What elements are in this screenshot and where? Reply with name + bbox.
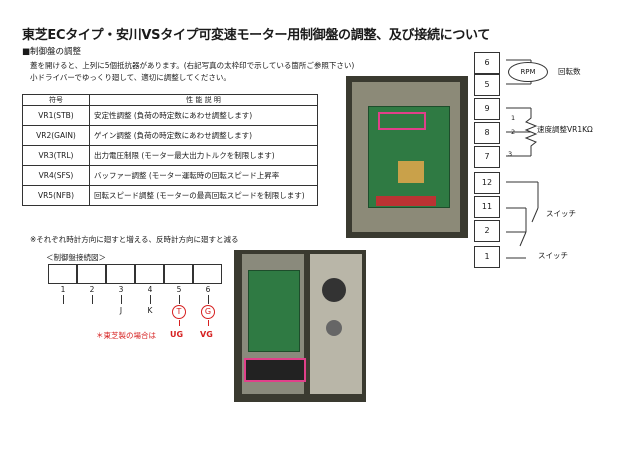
- wiring-terminal-2: 2: [474, 220, 500, 242]
- pot-pin-3: 3: [508, 150, 513, 158]
- rpm-text: 回転数: [558, 67, 581, 76]
- table-row: VR4(SFS) バッファー調整 (モーター運転時の回転スピード上昇率: [22, 165, 318, 186]
- vr-table: 符号 性 能 説 明 VR1(STB) 安定性調整 (負荷の時定数にあわせ調整し…: [22, 94, 318, 206]
- table-row: VR2(GAIN) ゲイン調整 (負荷の時定数にあわせ調整します): [22, 125, 318, 146]
- row-desc: 安定性調整 (負荷の時定数にあわせ調整します): [89, 105, 318, 126]
- terminal-box: [106, 264, 135, 284]
- table-row: VR3(TRL) 出力電圧制限 (モーター最大出力トルクを制限します): [22, 145, 318, 166]
- toshiba-note: ＊東芝製の場合は: [96, 331, 156, 340]
- toshiba-label-vg: VG: [200, 330, 213, 339]
- terminal-number: 6: [205, 285, 211, 294]
- row-code: VR2(GAIN): [22, 125, 90, 146]
- terminal-lead: [63, 295, 64, 304]
- wiring-terminal-1: 1: [474, 246, 500, 268]
- section-heading: ■制御盤の調整: [22, 47, 82, 57]
- circuit-board: [248, 270, 300, 352]
- wiring-terminal-9: 9: [474, 98, 500, 120]
- terminal-lead: [150, 295, 151, 304]
- terminal-lead: [121, 295, 122, 304]
- cover-knob: [322, 278, 346, 302]
- terminal-lead: [179, 295, 180, 304]
- transformer: [398, 161, 424, 183]
- switch-label-1: スイッチ: [546, 209, 576, 218]
- terminal-strip-highlight: [244, 358, 306, 382]
- header-desc: 性 能 説 明: [89, 94, 318, 106]
- rotation-note: ※それぞれ時計方向に廻すと増える、反時計方向に廻すと減る: [30, 235, 239, 244]
- terminal-label: J: [119, 306, 123, 315]
- wiring-terminal-5: 5: [474, 74, 500, 96]
- row-code: VR4(SFS): [22, 165, 90, 186]
- row-desc: ゲイン調整 (負荷の時定数にあわせ調整します): [89, 125, 318, 146]
- terminal-number: 2: [89, 285, 95, 294]
- intro-line-2: 小ドライバーでゆっくり廻して、適切に調整してください。: [30, 73, 231, 82]
- terminal-box: [48, 264, 77, 284]
- terminal-number: 5: [176, 285, 182, 294]
- wiring-terminal-7: 7: [474, 146, 500, 168]
- terminal-label: K: [147, 306, 153, 315]
- terminal-box: [164, 264, 193, 284]
- pot-pin-1: 1: [511, 114, 516, 122]
- rpm-meter: RPM: [508, 62, 548, 82]
- intro-line-1: 蓋を開けると、上列に5個抵抗器があります。(右記写真の太枠印で示している箇所ご参…: [30, 61, 355, 70]
- wiring-terminal-12: 12: [474, 172, 500, 194]
- control-panel-photo-top: [346, 76, 468, 238]
- wire-bundle: [376, 196, 436, 206]
- terminal-number: 4: [147, 285, 153, 294]
- terminal-lead: [208, 295, 209, 304]
- terminal-number: 1: [60, 285, 66, 294]
- page-title: 東芝ECタイプ・安川VSタイプ可変速モーター用制御盤の調整、及び接続について: [22, 28, 491, 43]
- row-code: VR5(NFB): [22, 185, 90, 206]
- wiring-terminal-6: 6: [474, 52, 500, 74]
- resistor-highlight: [378, 112, 426, 130]
- terminal-box: [77, 264, 106, 284]
- row-desc: バッファー調整 (モーター運転時の回転スピード上昇率: [89, 165, 318, 186]
- control-panel-photo-bottom: [234, 250, 366, 402]
- row-code: VR3(TRL): [22, 145, 90, 166]
- table-row: VR5(NFB) 回転スピード調整 (モーターの最高回転スピードを制限します): [22, 185, 318, 206]
- header-code: 符号: [22, 94, 90, 106]
- red-arrow: [208, 320, 209, 326]
- cover-fitting: [326, 320, 342, 336]
- pot-pin-2: 2: [511, 128, 516, 136]
- circuit-board: [368, 106, 450, 208]
- table-row: VR1(STB) 安定性調整 (負荷の時定数にあわせ調整します): [22, 105, 318, 126]
- row-desc: 回転スピード調整 (モーターの最高回転スピードを制限します): [89, 185, 318, 206]
- terminal-box: [135, 264, 164, 284]
- switch-label-2: スイッチ: [538, 251, 568, 260]
- terminal-label-circled: G: [201, 305, 215, 319]
- wiring-terminal-11: 11: [474, 196, 500, 218]
- terminal-box: [193, 264, 222, 284]
- terminal-lead: [92, 295, 93, 304]
- terminal-label-circled: T: [172, 305, 186, 319]
- row-code: VR1(STB): [22, 105, 90, 126]
- red-arrow: [179, 320, 180, 326]
- wiring-terminal-8: 8: [474, 122, 500, 144]
- table-header-row: 符号 性 能 説 明: [22, 94, 318, 106]
- terminal-number: 3: [118, 285, 124, 294]
- row-desc: 出力電圧制限 (モーター最大出力トルクを制限します): [89, 145, 318, 166]
- terminal-diagram-title: ＜制御盤接続図＞: [46, 253, 106, 262]
- pot-text: 速度調整VR1KΩ: [537, 125, 593, 134]
- toshiba-label-ug: UG: [170, 330, 184, 339]
